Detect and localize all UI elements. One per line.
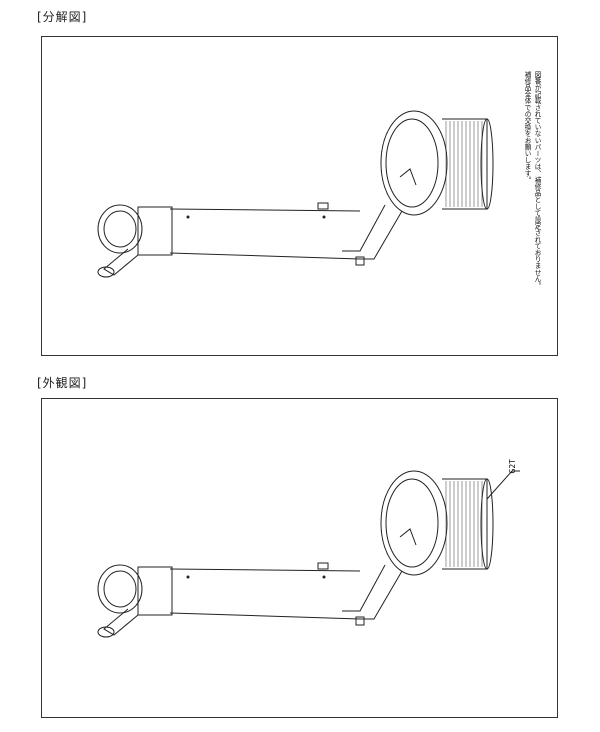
clip-bottom — [355, 616, 365, 626]
flange-inner — [385, 478, 439, 568]
external-view-frame: G2T — [41, 398, 558, 718]
fitting-mouth-inner — [103, 210, 137, 248]
threaded-body — [442, 118, 488, 210]
pipe-bottom — [169, 252, 361, 260]
thread-lines — [445, 481, 483, 567]
flange-outer — [380, 110, 448, 216]
exploded-view-title: [分解図] — [37, 10, 88, 24]
pipe-top — [169, 568, 361, 572]
exploded-view-frame: 図番が記載されていないパーツは、補修品として設定されておりません。 補修品全体で… — [41, 36, 558, 356]
flange-inner — [385, 118, 439, 208]
external-view-title: [外観図] — [37, 376, 88, 390]
clip-bottom — [355, 256, 365, 266]
fitting-body — [137, 566, 173, 616]
elbow-upper — [342, 204, 386, 252]
clip-top — [317, 562, 329, 570]
fitting-mouth-inner — [103, 570, 137, 608]
flange-outer — [380, 470, 448, 576]
note-line-2: 補修品全体での交換をお願いします。 — [523, 71, 531, 184]
fitting-body — [137, 206, 173, 256]
note-line-1: 図番が記載されていないパーツは、補修品として設定されておりません。 — [533, 71, 541, 289]
fitting-mouth-outer — [97, 564, 143, 614]
thread-lines — [445, 121, 483, 207]
nozzle — [103, 608, 139, 636]
elbow-upper — [342, 564, 386, 612]
fitting-mouth-outer — [97, 204, 143, 254]
exploded-pipe-drawing — [97, 110, 494, 278]
nozzle — [103, 248, 139, 276]
elbow-lower — [360, 570, 403, 620]
pipe-bottom — [169, 612, 361, 620]
threaded-body — [442, 478, 488, 570]
clip-top — [317, 202, 329, 210]
external-pipe-drawing — [97, 470, 520, 638]
callout-label: G2T — [508, 459, 517, 474]
callout-leader — [486, 470, 520, 500]
pipe-top — [169, 208, 361, 212]
elbow-lower — [360, 210, 403, 260]
